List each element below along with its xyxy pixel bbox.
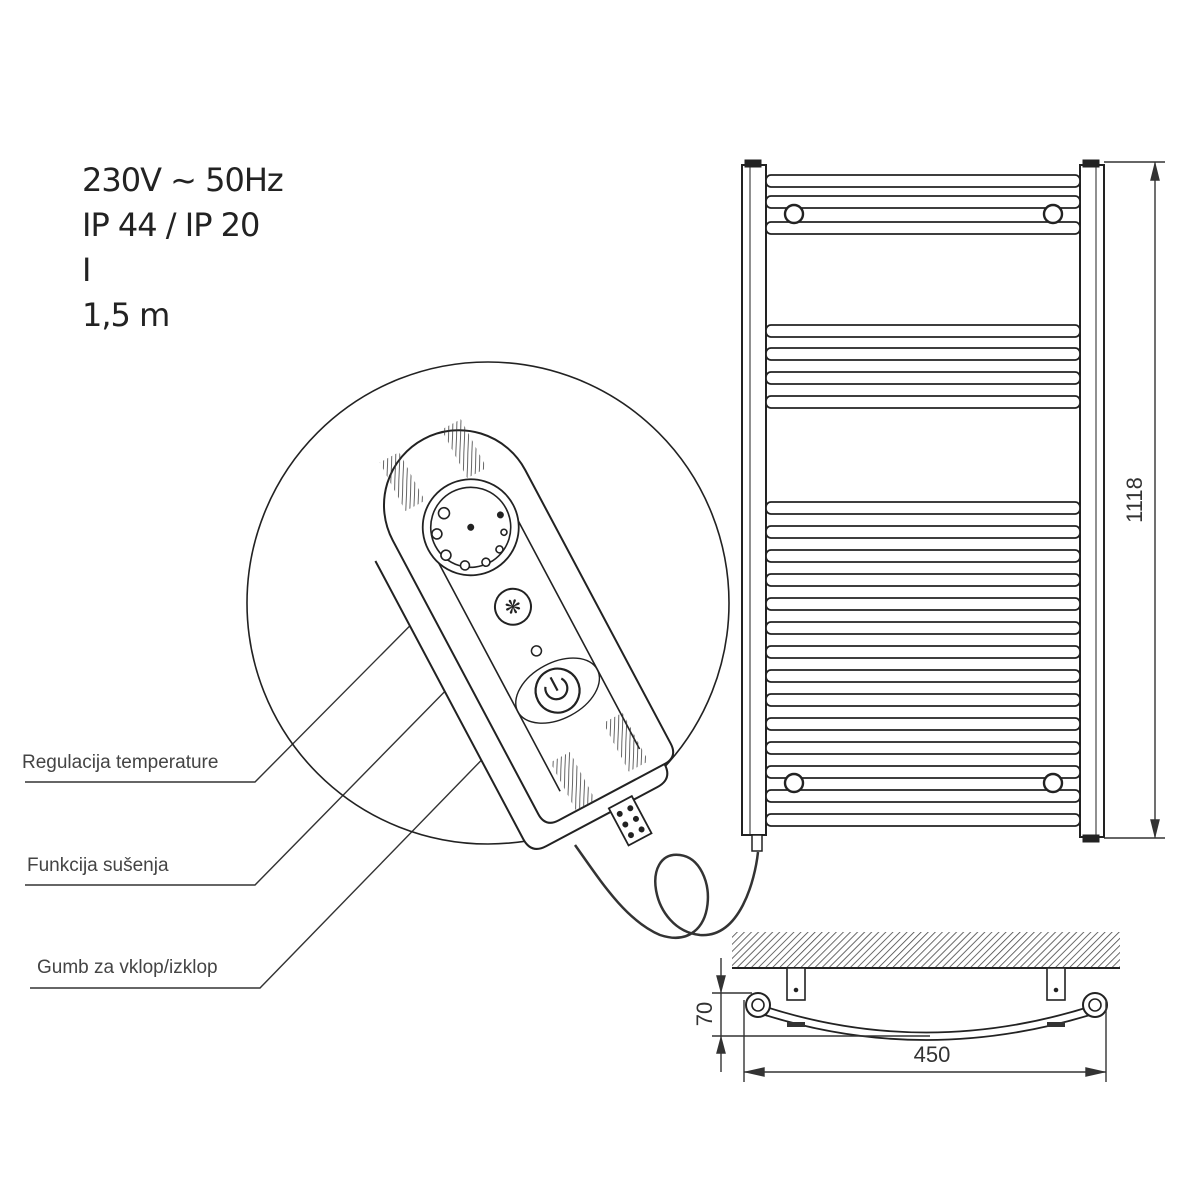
mount-point [1042, 772, 1064, 794]
power-button[interactable] [505, 645, 611, 737]
vent-top-right [441, 419, 487, 479]
dimension-height [1104, 161, 1165, 839]
spec-ip-rating: IP 44 / IP 20 [82, 206, 260, 244]
dimension-width-label: 450 [914, 1042, 951, 1067]
radiator-bars-top [765, 174, 1081, 235]
spec-list: 230V ~ 50Hz IP 44 / IP 20 I 1,5 m [82, 158, 284, 338]
radiator-right-upright [1079, 164, 1105, 838]
drying-button[interactable]: ❋ [489, 582, 538, 631]
radiator-front-view [741, 159, 1105, 852]
mount-point [783, 203, 805, 225]
magnifier-circle [246, 361, 730, 845]
mount-point [783, 772, 805, 794]
leader-power [30, 704, 536, 989]
wall-bracket-right [1046, 967, 1066, 1001]
dimension-depth [712, 958, 930, 1072]
cable-plug [607, 794, 653, 847]
radiator-top-view [732, 932, 1120, 1041]
wall-hatch [732, 932, 1120, 968]
dimension-width [743, 1000, 1107, 1082]
callout-power-button: Gumb za vklop/izklop [37, 957, 218, 978]
wall-bracket-left [786, 967, 806, 1001]
led-indicator [530, 645, 543, 657]
vent-top-left [379, 452, 425, 512]
radiator-left-upright [741, 164, 767, 836]
spec-voltage: 230V ~ 50Hz [82, 161, 284, 199]
spec-protection-class: I [82, 251, 91, 289]
radiator-bars-lower [765, 501, 1081, 827]
power-icon [544, 676, 569, 701]
leader-drying [25, 624, 511, 886]
radiator-bars-middle [765, 324, 1081, 409]
dimension-height-label: 1118 [1122, 477, 1147, 523]
power-cable [573, 844, 760, 939]
callout-drying-function: Funkcija sušenja [27, 855, 169, 876]
spec-cable-length: 1,5 m [82, 296, 170, 334]
curved-bar [759, 1004, 1096, 1034]
vent-bottom-left [550, 752, 596, 811]
callout-temperature-regulation: Regulacija temperature [22, 752, 219, 773]
temperature-dial[interactable] [406, 462, 536, 592]
vent-bottom-right [603, 712, 649, 772]
dimension-depth-label: 70 [692, 1002, 717, 1026]
controller-device: ❋ [374, 419, 675, 850]
mount-point [1042, 203, 1064, 225]
heating-element-connector [751, 834, 763, 852]
